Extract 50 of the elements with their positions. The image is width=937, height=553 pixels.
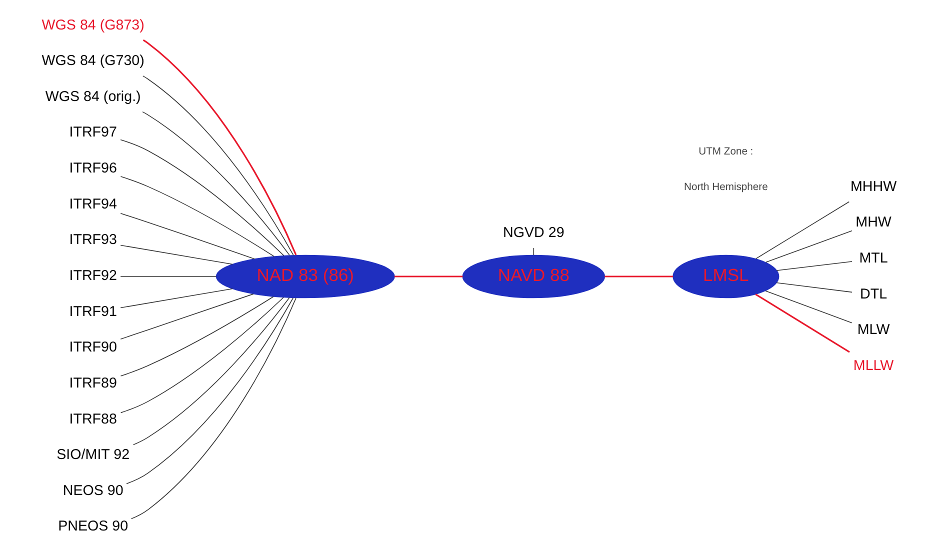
connector — [604, 276, 672, 278]
node-ellipse: NAD 83 (86) — [215, 254, 394, 298]
label: UTM Zone : — [698, 146, 753, 158]
connector — [120, 294, 254, 340]
connector — [764, 290, 852, 324]
connector — [120, 296, 274, 376]
connector — [142, 76, 294, 256]
node-text: PNEOS 90 — [58, 518, 128, 535]
node-text: ITRF94 — [68, 196, 116, 212]
node-text: SIO/MIT 92 — [56, 447, 130, 464]
node-text: ITRF93 — [68, 232, 116, 248]
connector — [120, 176, 274, 257]
node-text: MTL — [858, 250, 888, 266]
connector — [755, 201, 850, 260]
node-text: MLLW — [852, 358, 894, 374]
connector — [142, 111, 290, 256]
connector — [130, 298, 296, 520]
node-text: MLW — [856, 322, 890, 338]
connector — [142, 39, 296, 256]
node-text: NEOS 90 — [62, 482, 123, 499]
connector — [754, 294, 850, 353]
node-ellipse: LMSL — [672, 254, 779, 298]
connector — [120, 213, 255, 260]
connector — [776, 282, 852, 293]
node-text: DTL — [860, 286, 887, 302]
connector — [394, 276, 462, 278]
connector — [126, 297, 294, 484]
connector — [120, 139, 284, 256]
connector — [120, 244, 232, 265]
node-text: MHW — [855, 214, 891, 231]
node-text: WGS 84 (G730) — [41, 53, 144, 70]
connector — [120, 276, 216, 277]
connector — [776, 261, 852, 271]
node-text: MHHW — [850, 178, 896, 195]
node-text: ITRF97 — [68, 124, 116, 141]
node-text: ITRF90 — [68, 340, 116, 356]
node-text: WGS 84 (G873) — [41, 17, 144, 34]
node-ellipse: NAVD 88 — [462, 254, 605, 298]
label: North Hemisphere — [684, 182, 768, 194]
connector — [120, 296, 284, 414]
connector — [120, 288, 232, 308]
node-text: WGS 84 (orig.) — [44, 88, 140, 105]
node-text: ITRF91 — [68, 304, 116, 320]
connector — [764, 230, 852, 263]
node-text: ITRF96 — [68, 160, 116, 177]
node-text: ITRF89 — [68, 375, 116, 392]
node-text: NGVD 29 — [502, 225, 564, 242]
node-text: ITRF88 — [68, 411, 116, 428]
connector — [132, 297, 290, 446]
node-text: ITRF92 — [68, 268, 116, 284]
